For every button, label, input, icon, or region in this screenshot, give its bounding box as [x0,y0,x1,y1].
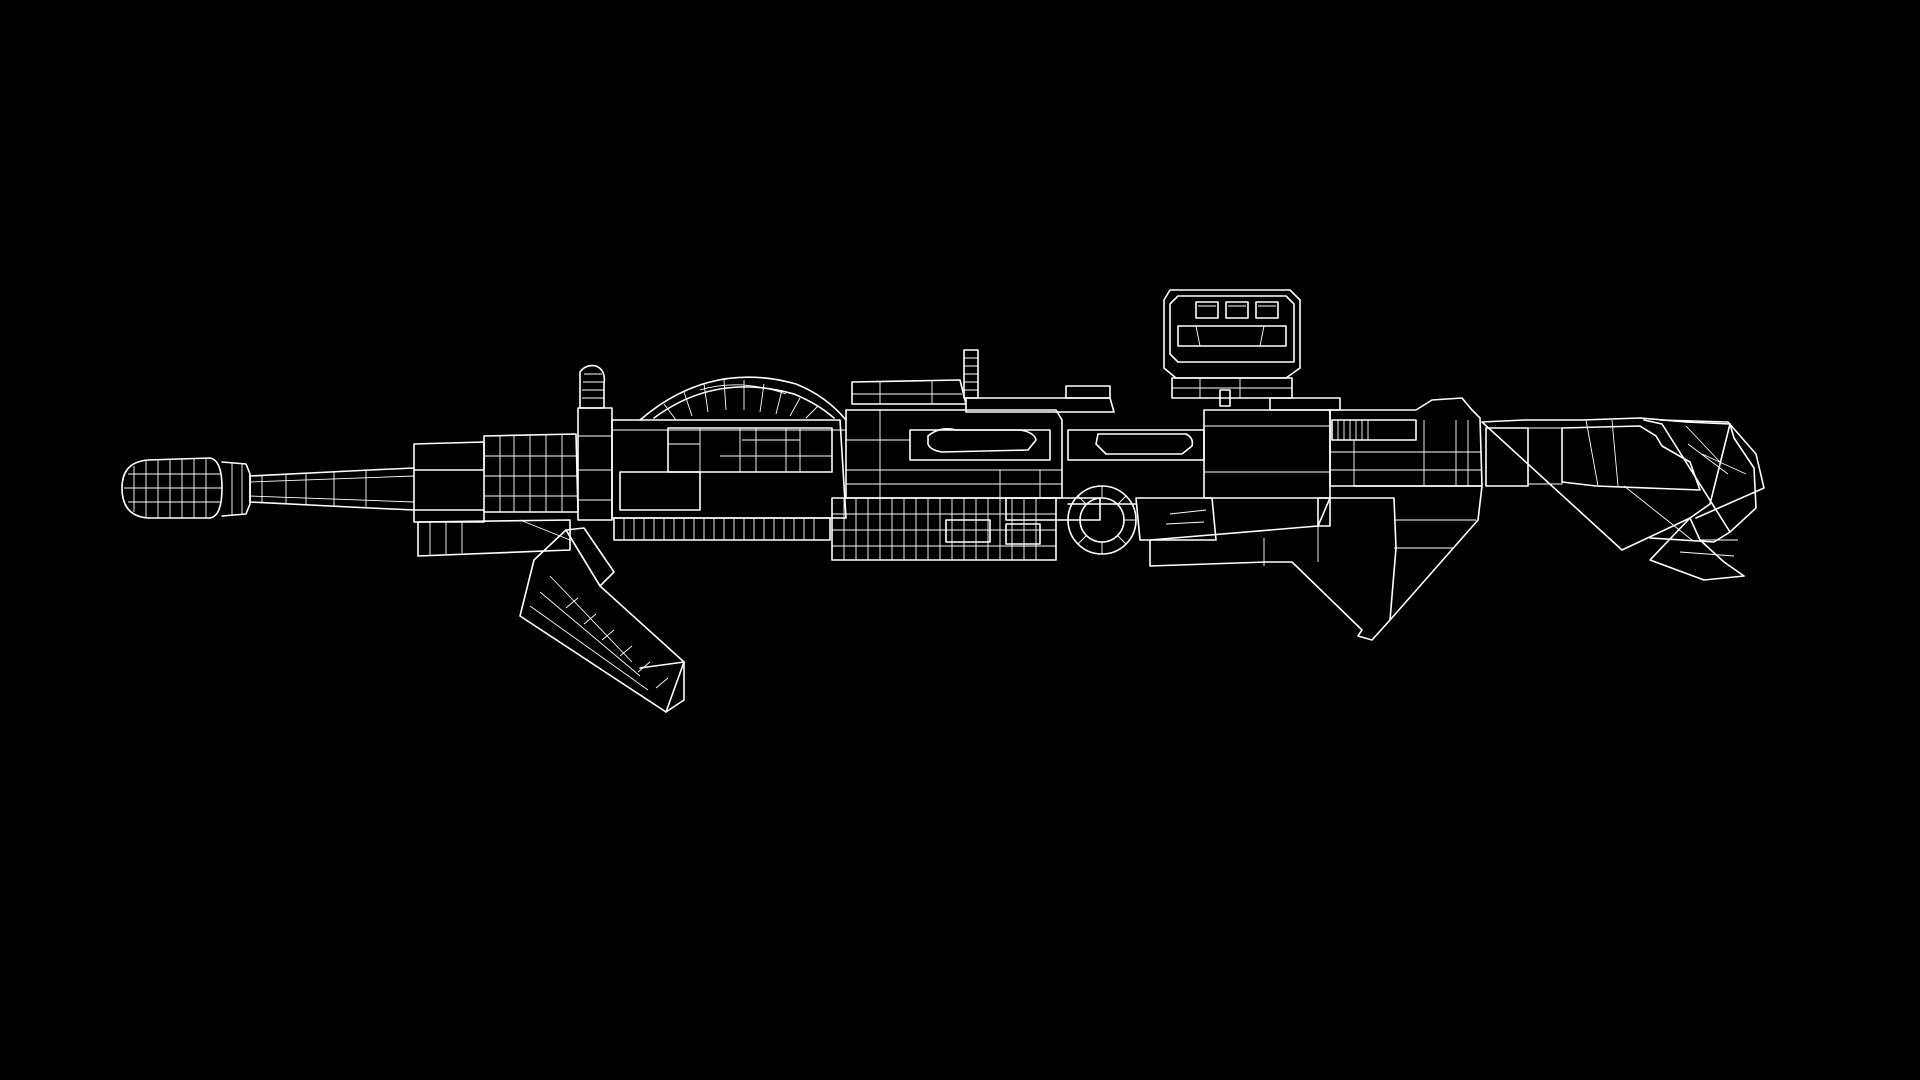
lower-receiver [831,497,1057,561]
arc-shield [639,376,847,421]
ejection-gear [1067,485,1137,555]
receiver [845,379,1205,521]
vertical-foregrip [519,527,685,713]
rear-sight-post [963,349,979,399]
rear-receiver [1329,397,1483,487]
magazine-block [1149,485,1483,641]
upper-handguard [611,419,847,519]
front-sight [577,364,613,521]
buttstock [1481,417,1765,581]
muzzle-brake [121,457,251,519]
